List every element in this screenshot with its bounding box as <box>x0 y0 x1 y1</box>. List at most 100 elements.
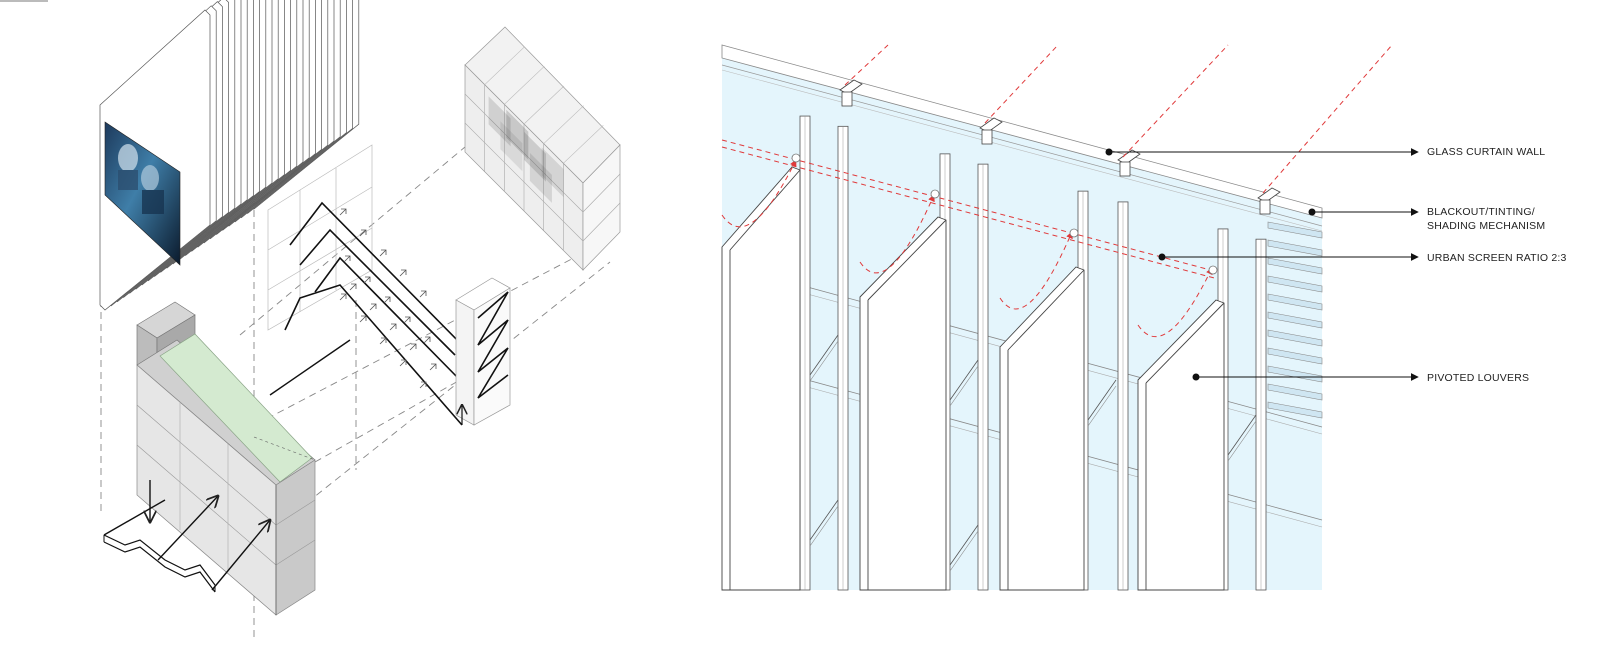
rung <box>1087 385 1117 427</box>
pivot-axis-line <box>721 146 1219 280</box>
arrow-head-icon <box>403 316 411 324</box>
pivot-point <box>1208 265 1218 275</box>
pivot-axis-line <box>1262 44 1393 194</box>
arrow-head-icon <box>399 359 407 367</box>
label-blackout-line2: SHADING MECHANISM <box>1427 220 1545 232</box>
label-blackout-line1: BLACKOUT/TINTING/ <box>1427 206 1535 218</box>
rung <box>949 524 979 566</box>
pivot-point <box>791 153 801 163</box>
cube-grid-line <box>563 125 604 164</box>
louver-edge <box>729 169 801 251</box>
wireframe-panel <box>267 144 373 331</box>
shading-slat <box>1267 275 1323 293</box>
rung <box>809 499 839 541</box>
massing-block <box>136 301 351 616</box>
arrow-head-icon <box>343 255 351 263</box>
louver-edge <box>1007 269 1085 351</box>
cube-grid-line <box>582 202 621 242</box>
cube-shade <box>541 147 564 198</box>
cube-shade <box>506 109 529 160</box>
rung <box>949 359 979 401</box>
cube-grid-line <box>484 46 525 85</box>
pivot-axis-line <box>721 139 1219 273</box>
cube-grid-line <box>504 66 545 105</box>
circulation-zigzag <box>284 201 463 426</box>
cube-shade <box>500 121 523 172</box>
projection-lines <box>100 120 611 640</box>
zigzag-arrow-marks <box>339 208 437 389</box>
shading-slat <box>1267 401 1323 419</box>
cube-grid-line <box>543 105 584 144</box>
rotation-arc <box>721 159 797 228</box>
label-glass-curtain-wall: GLASS CURTAIN WALL <box>1427 146 1545 158</box>
shading-slat <box>1267 257 1323 275</box>
arrow-head-icon <box>349 283 357 291</box>
cube-grid-line <box>464 93 584 213</box>
left-axonometric <box>99 0 621 640</box>
rung <box>949 530 979 572</box>
arrow-head-icon <box>363 276 371 284</box>
shading-slat <box>1267 329 1323 347</box>
facade-detail <box>721 44 1419 591</box>
rung <box>809 340 839 382</box>
cube-shade <box>529 152 552 203</box>
rung <box>809 505 839 547</box>
green-roof <box>159 333 313 483</box>
label-pivoted-louvers: PIVOTED LOUVERS <box>1427 372 1529 384</box>
label-leaders <box>1105 148 1419 381</box>
cube-shade <box>524 131 546 182</box>
rung <box>1227 414 1257 456</box>
labels: GLASS CURTAIN WALL BLACKOUT/TINTING/ SHA… <box>1427 146 1567 384</box>
arrow-head-icon <box>423 336 431 344</box>
cube-grid-line <box>582 173 621 213</box>
corner-tab <box>0 0 48 2</box>
shading-slat <box>1267 383 1323 401</box>
arrow-head-icon <box>369 303 377 311</box>
cube-grid-line <box>523 85 565 125</box>
arrow-head-icon <box>383 296 391 304</box>
shading-slat <box>1267 239 1323 257</box>
louver-blade <box>1137 299 1225 591</box>
rung <box>1227 420 1257 462</box>
shading-slat <box>1267 365 1323 383</box>
arrow-head-icon <box>429 363 437 371</box>
screen-figures <box>118 144 164 214</box>
arrow-head-icon <box>339 208 347 216</box>
pivoted-louvers <box>721 79 1281 591</box>
rotation-arc <box>859 194 935 274</box>
louver-blade <box>859 216 947 591</box>
shading-slat <box>1267 293 1323 311</box>
arrow-head-icon <box>359 229 367 237</box>
rung <box>1087 379 1117 421</box>
louver-edge <box>1145 302 1225 384</box>
pivot-block <box>1259 199 1271 215</box>
ground-ramp <box>103 480 270 593</box>
pivot-point <box>930 189 940 199</box>
arrow-head-icon <box>399 269 407 277</box>
pivot-block <box>981 129 993 145</box>
arrow-head-icon <box>379 337 387 345</box>
pivot-axis-line <box>1122 44 1229 158</box>
arrow-head-icon <box>419 381 427 389</box>
arrow-head-icon <box>359 315 367 323</box>
arrow-head-icon <box>419 290 427 298</box>
rotation-arc <box>999 231 1073 310</box>
pivot-block <box>1119 161 1131 177</box>
pivot-block <box>841 91 853 107</box>
pivot-axes-dashed <box>721 44 1393 337</box>
shading-slat <box>1267 221 1323 239</box>
stair-tower <box>455 277 511 426</box>
rotation-arc <box>1137 267 1213 337</box>
rung <box>949 365 979 407</box>
rung <box>809 334 839 376</box>
pivot-axis-line <box>844 44 889 86</box>
arrow-head-icon <box>409 343 417 351</box>
cube-shade <box>488 96 511 147</box>
pivot-point <box>1069 228 1079 238</box>
pivot-axis-line <box>984 44 1059 124</box>
shading-slat <box>1267 311 1323 329</box>
label-urban-screen-ratio: URBAN SCREEN RATIO 2:3 <box>1427 252 1567 264</box>
arrow-head-icon <box>339 293 347 301</box>
